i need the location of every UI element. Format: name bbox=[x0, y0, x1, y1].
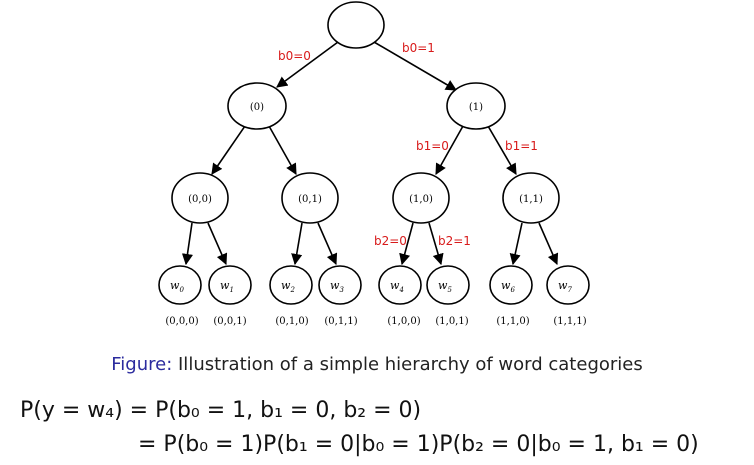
edge-n1-n10 bbox=[435, 125, 464, 175]
edge-root-n0 bbox=[276, 41, 339, 88]
edge-n11-w7 bbox=[538, 222, 559, 266]
edge-label-b0-1: b0=1 bbox=[402, 41, 435, 55]
leaf-w5-sub: 5 bbox=[447, 286, 452, 294]
equation-line-1: P(y = w₄) = P(b₀ = 1, b₁ = 0, b₂ = 0) bbox=[20, 398, 422, 423]
leaf-w1-code: (0,0,1) bbox=[213, 316, 246, 327]
svg-text:w3: w3 bbox=[330, 279, 344, 294]
leaf-w5-code: (1,0,1) bbox=[435, 316, 468, 327]
node-11-label: (1,1) bbox=[519, 194, 543, 205]
svg-text:w2: w2 bbox=[281, 279, 295, 294]
svg-text:w1: w1 bbox=[220, 279, 234, 294]
edge-label-b2-0: b2=0 bbox=[374, 234, 407, 248]
leaf-w7: w7 (1,1,1) bbox=[546, 265, 590, 327]
leaf-w6: w6 (1,1,0) bbox=[489, 265, 533, 327]
leaf-w2-sub: 2 bbox=[289, 286, 295, 294]
leaf-w0: w0 (0,0,0) bbox=[158, 265, 202, 327]
leaf-w3-sub: 3 bbox=[339, 286, 344, 294]
node-01 bbox=[281, 172, 339, 224]
leaf-w1-letter: w bbox=[220, 279, 230, 292]
edge-n0-n01 bbox=[268, 125, 297, 175]
svg-text:w6: w6 bbox=[501, 279, 515, 294]
leaf-w6-code: (1,1,0) bbox=[496, 316, 529, 327]
leaf-w7-letter: w bbox=[558, 279, 568, 292]
leaf-w2-letter: w bbox=[281, 279, 291, 292]
node-01-label: (0,1) bbox=[298, 194, 322, 205]
edge-label-b0-0: b0=0 bbox=[278, 49, 311, 63]
figure-caption: Figure: Illustration of a simple hierarc… bbox=[0, 354, 754, 375]
edge-label-b1-0: b1=0 bbox=[416, 139, 449, 153]
edge-root-n1 bbox=[373, 41, 457, 91]
edge-n01-w3 bbox=[317, 222, 338, 266]
word-hierarchy-tree: b0=0 b0=1 b1=0 b1=1 b2=0 b2=1 (0) (1) (0… bbox=[158, 1, 590, 327]
leaf-w3-code: (0,1,1) bbox=[324, 316, 357, 327]
node-root bbox=[327, 1, 385, 49]
leaf-w1-sub: 1 bbox=[229, 286, 233, 294]
edge-label-b1-1: b1=1 bbox=[505, 139, 538, 153]
node-00-label: (0,0) bbox=[188, 194, 212, 205]
node-10-label: (1,0) bbox=[409, 194, 433, 205]
caption-prefix: Figure: bbox=[111, 354, 173, 375]
edge-n1-n11 bbox=[487, 125, 517, 175]
node-1 bbox=[446, 82, 506, 130]
svg-text:w7: w7 bbox=[558, 279, 572, 294]
node-10 bbox=[392, 172, 450, 224]
edge-label-b2-1: b2=1 bbox=[438, 234, 471, 248]
svg-text:w5: w5 bbox=[438, 279, 452, 294]
leaf-w0-letter: w bbox=[170, 279, 180, 292]
leaf-w6-sub: 6 bbox=[510, 286, 515, 294]
node-1-label: (1) bbox=[469, 102, 483, 113]
leaf-w7-sub: 7 bbox=[567, 286, 572, 294]
leaf-w0-sub: 0 bbox=[179, 286, 184, 294]
leaf-w4-letter: w bbox=[390, 279, 400, 292]
svg-text:w0: w0 bbox=[170, 279, 184, 294]
edge-n10-w4 bbox=[399, 222, 414, 266]
node-0-label: (0) bbox=[250, 102, 264, 113]
node-00 bbox=[171, 172, 229, 224]
leaf-w4-sub: 4 bbox=[398, 286, 403, 294]
leaf-w6-letter: w bbox=[501, 279, 511, 292]
leaf-w1: w1 (0,0,1) bbox=[208, 265, 252, 327]
edge-n00-w0 bbox=[181, 222, 194, 266]
svg-text:w4: w4 bbox=[390, 279, 404, 294]
caption-text: Illustration of a simple hierarchy of wo… bbox=[172, 354, 643, 375]
edge-n01-w2 bbox=[291, 222, 303, 266]
leaf-w5: w5 (1,0,1) bbox=[426, 265, 470, 327]
leaf-w7-code: (1,1,1) bbox=[553, 316, 586, 327]
leaf-w2: w2 (0,1,0) bbox=[269, 265, 313, 327]
leaf-w2-code: (0,1,0) bbox=[275, 316, 308, 327]
edge-n0-n00 bbox=[211, 125, 246, 175]
leaf-w5-letter: w bbox=[438, 279, 448, 292]
node-11 bbox=[502, 172, 560, 224]
edge-n11-w6 bbox=[509, 222, 523, 266]
leaf-w4: w4 (1,0,0) bbox=[378, 265, 422, 327]
edge-n10-w5 bbox=[428, 222, 444, 266]
edge-n00-w1 bbox=[207, 222, 228, 266]
leaf-w3: w3 (0,1,1) bbox=[318, 265, 362, 327]
leaf-w0-code: (0,0,0) bbox=[165, 316, 198, 327]
node-0 bbox=[227, 82, 287, 130]
leaf-w4-code: (1,0,0) bbox=[387, 316, 420, 327]
leaf-w3-letter: w bbox=[330, 279, 340, 292]
equation-line-2: = P(b₀ = 1)P(b₁ = 0|b₀ = 1)P(b₂ = 0|b₀ =… bbox=[138, 432, 699, 457]
